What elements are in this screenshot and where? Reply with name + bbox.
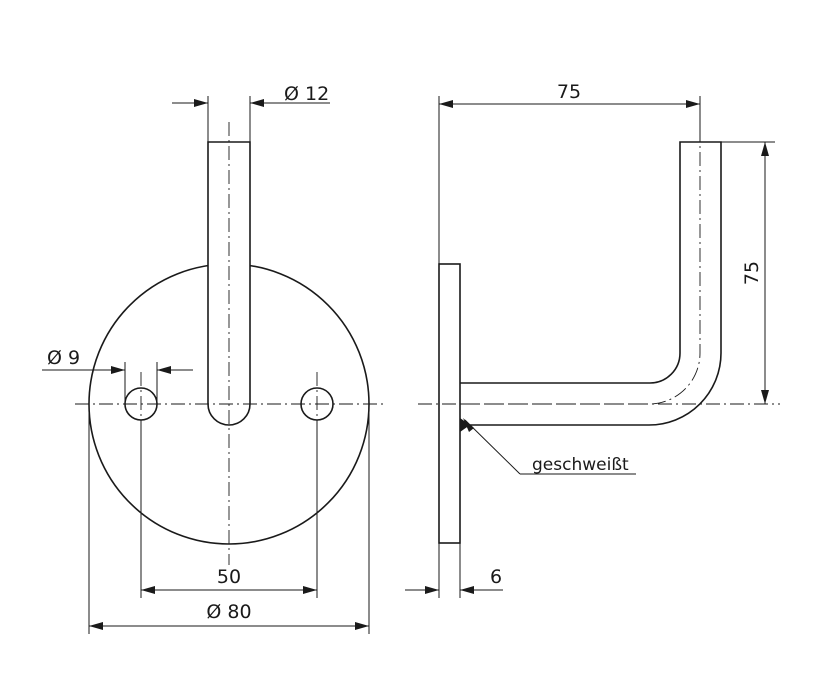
plate-diameter-dimension: Ø 80	[88, 404, 370, 634]
projection-dimension: 75	[438, 81, 701, 264]
hole-spacing-dimension: 50	[140, 420, 318, 598]
projection-label: 75	[557, 81, 581, 103]
weld-annotation: geschweißt	[460, 418, 636, 475]
weld-symbol	[460, 418, 470, 432]
rod-diameter-label: Ø 12	[284, 83, 329, 105]
height-label: 75	[741, 261, 763, 285]
weld-note-label: geschweißt	[532, 455, 629, 475]
support-rod	[207, 141, 251, 426]
front-view: Ø 12 Ø 9 50 Ø 80	[42, 83, 385, 634]
bent-support-rod	[460, 141, 722, 426]
hole-diameter-label: Ø 9	[47, 347, 80, 369]
plate-thickness-label: 6	[490, 566, 502, 588]
hole-diameter-dimension: Ø 9	[42, 347, 193, 404]
base-plate-side	[438, 263, 461, 544]
height-dimension: 75	[721, 141, 775, 404]
side-view: 75 75 6 geschweißt	[405, 81, 780, 598]
hole-spacing-label: 50	[217, 566, 241, 588]
rod-diameter-dimension: Ø 12	[172, 83, 330, 142]
plate-thickness-dimension: 6	[405, 543, 503, 598]
rod-bend-centerline	[460, 142, 701, 405]
weld-leader-line	[464, 419, 521, 475]
plate-diameter-label: Ø 80	[206, 601, 251, 623]
